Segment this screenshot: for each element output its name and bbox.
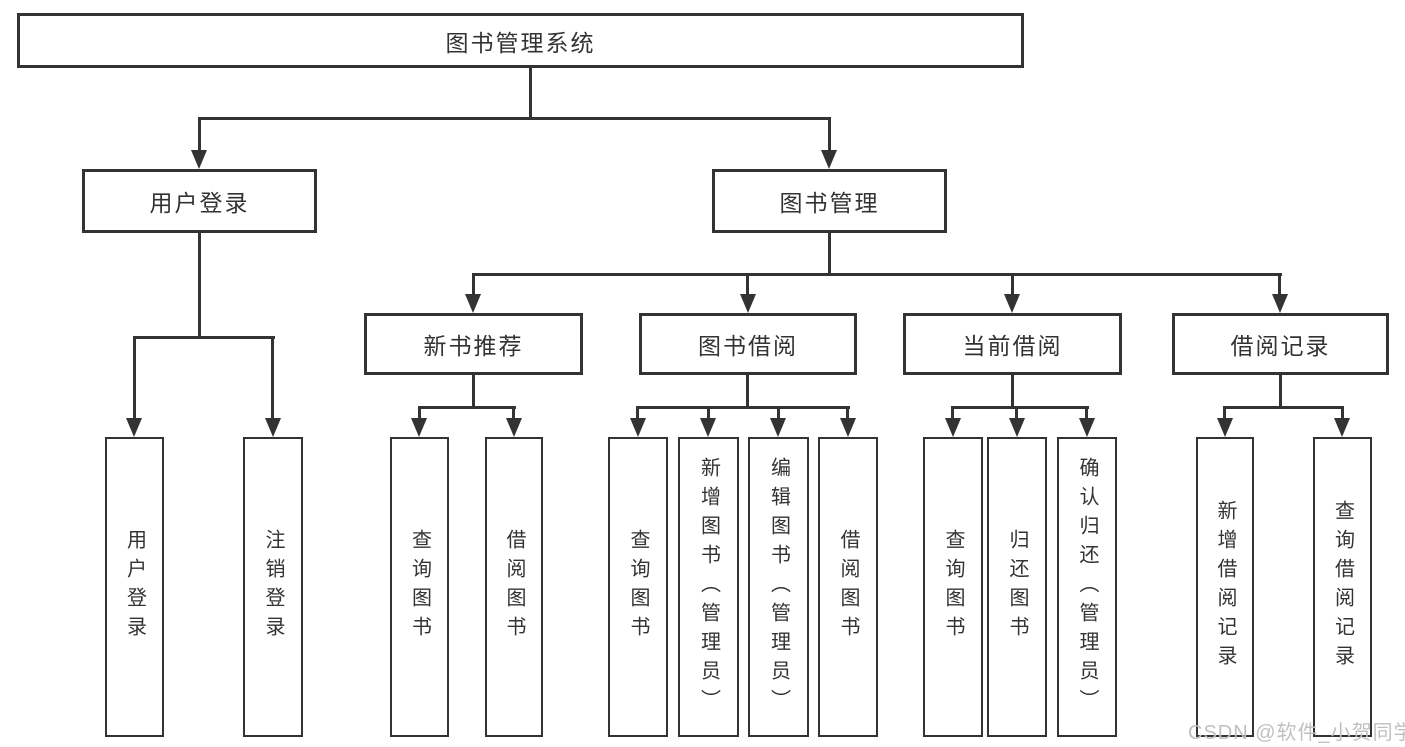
connector-segment	[846, 406, 849, 420]
connector-segment	[198, 117, 201, 153]
arrow-down-icon	[1009, 418, 1025, 437]
connector-segment	[1085, 406, 1088, 420]
leaf-return-books: 归还图书	[987, 437, 1047, 737]
connector-segment	[828, 233, 831, 276]
arrow-down-icon	[740, 294, 756, 313]
node-book-management: 图书管理	[712, 169, 947, 233]
arrow-down-icon	[1079, 418, 1095, 437]
leaf-query-borrow-record: 查询借阅记录	[1313, 437, 1372, 737]
csdn-watermark: CSDN @软件_小贺同学	[1188, 722, 1405, 744]
node-user-login: 用户登录	[82, 169, 317, 233]
arrow-down-icon	[840, 418, 856, 437]
connector-segment	[198, 117, 831, 120]
connector-segment	[746, 375, 749, 409]
connector-segment	[707, 406, 710, 420]
leaf-confirm-return-admin: 确认归还（管理员）	[1057, 437, 1117, 737]
connector-segment	[746, 273, 749, 298]
connector-segment	[1015, 406, 1018, 420]
leaf-edit-books-admin: 编辑图书（管理员）	[748, 437, 809, 737]
arrow-down-icon	[1272, 294, 1288, 313]
connector-segment	[529, 68, 532, 120]
connector-segment	[418, 406, 421, 420]
leaf-add-books-admin: 新增图书（管理员）	[678, 437, 739, 737]
arrow-down-icon	[191, 150, 207, 169]
arrow-down-icon	[821, 150, 837, 169]
leaf-borrow-books-recommend: 借阅图书	[485, 437, 543, 737]
connector-segment	[1223, 406, 1226, 420]
connector-segment	[777, 406, 780, 420]
arrow-down-icon	[770, 418, 786, 437]
connector-segment	[1011, 375, 1014, 409]
connector-segment	[472, 273, 1282, 276]
leaf-borrow-books-borrowing: 借阅图书	[818, 437, 878, 737]
connector-segment	[1223, 406, 1344, 409]
arrow-down-icon	[1217, 418, 1233, 437]
connector-segment	[418, 406, 516, 409]
leaf-query-books-current: 查询图书	[923, 437, 983, 737]
arrow-down-icon	[700, 418, 716, 437]
connector-segment	[472, 273, 475, 298]
node-new-book-recommend: 新书推荐	[364, 313, 583, 375]
arrow-down-icon	[506, 418, 522, 437]
arrow-down-icon	[126, 418, 142, 437]
connector-segment	[271, 336, 274, 420]
leaf-query-books-recommend: 查询图书	[390, 437, 449, 737]
connector-segment	[512, 406, 515, 420]
connector-segment	[636, 406, 850, 409]
connector-segment	[636, 406, 639, 420]
leaf-add-borrow-record: 新增借阅记录	[1196, 437, 1254, 737]
node-borrowing-records: 借阅记录	[1172, 313, 1389, 375]
leaf-query-books-borrowing: 查询图书	[608, 437, 668, 737]
arrow-down-icon	[265, 418, 281, 437]
arrow-down-icon	[945, 418, 961, 437]
connector-segment	[1341, 406, 1344, 420]
arrow-down-icon	[411, 418, 427, 437]
connector-segment	[828, 117, 831, 153]
connector-segment	[198, 233, 201, 339]
node-current-borrowing: 当前借阅	[903, 313, 1122, 375]
connector-segment	[133, 336, 275, 339]
node-book-borrowing: 图书借阅	[639, 313, 857, 375]
connector-segment	[1011, 273, 1014, 298]
leaf-user-login: 用户登录	[105, 437, 164, 737]
leaf-logout-login: 注销登录	[243, 437, 303, 737]
connector-segment	[1279, 375, 1282, 409]
arrow-down-icon	[465, 294, 481, 313]
arrow-down-icon	[1334, 418, 1350, 437]
connector-segment	[951, 406, 1089, 409]
connector-segment	[951, 406, 954, 420]
connector-segment	[472, 375, 475, 409]
connector-segment	[133, 336, 136, 420]
arrow-down-icon	[1004, 294, 1020, 313]
arrow-down-icon	[630, 418, 646, 437]
connector-segment	[1278, 273, 1281, 298]
node-library-system: 图书管理系统	[17, 13, 1024, 68]
